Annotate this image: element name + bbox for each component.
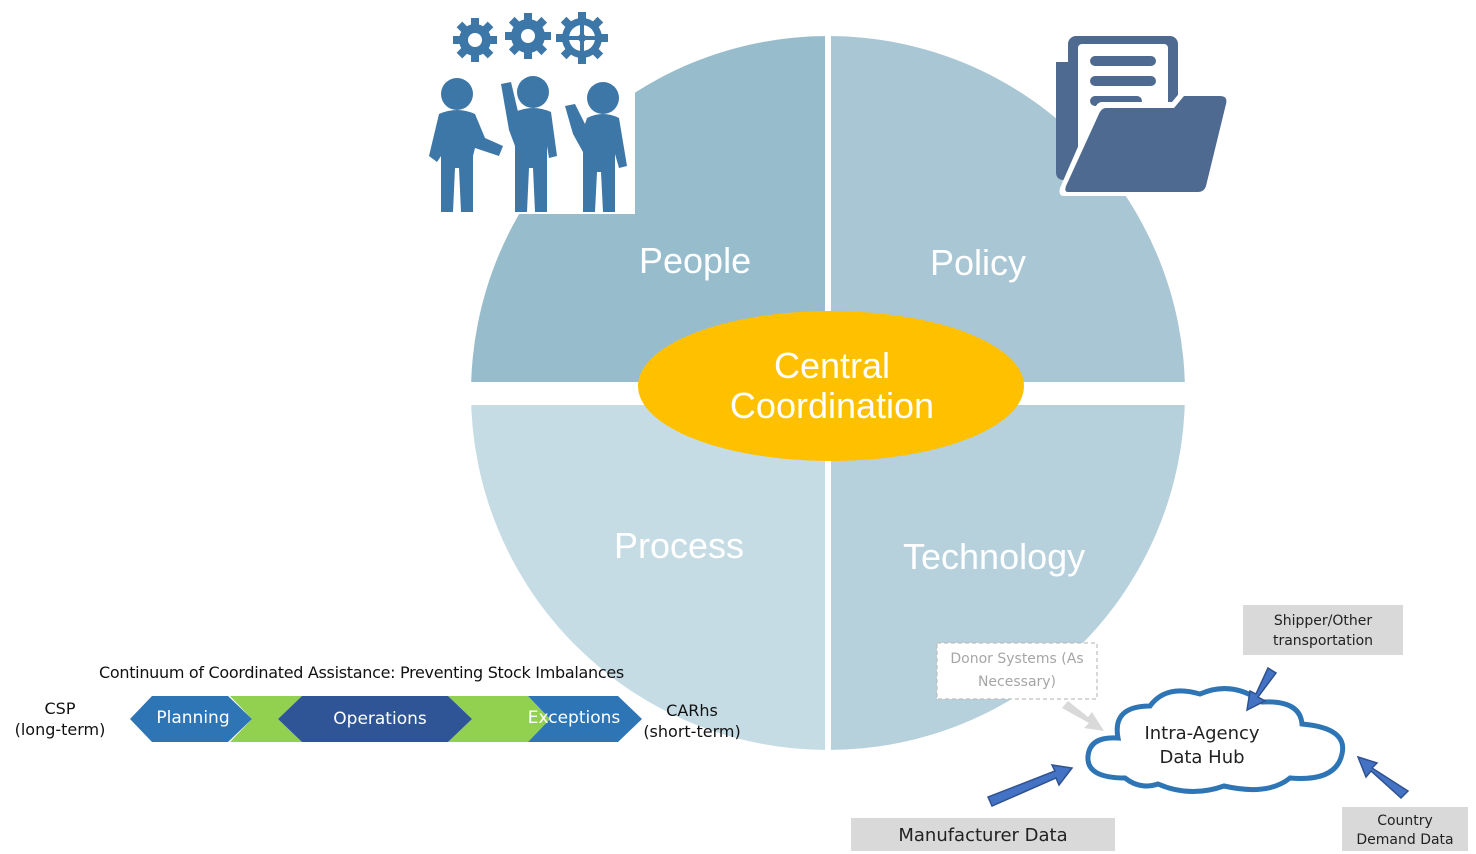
technology-label: Technology (903, 536, 1086, 577)
carhs-label: CARhs (short-term) (636, 700, 748, 742)
data-hub-cloud (1085, 686, 1346, 795)
arrow-country (1356, 755, 1410, 800)
connector-left (230, 696, 302, 742)
continuum-chevrons (130, 696, 642, 742)
stage-exceptions-label: Exceptions (527, 708, 621, 728)
continuum-title: Continuum of Coordinated Assistance: Pre… (99, 663, 624, 682)
center-label-line2: Coordination (729, 385, 935, 426)
stage-operations (278, 696, 472, 742)
stage-planning (130, 696, 252, 742)
manufacturer-box: Manufacturer Data (851, 818, 1115, 851)
donor-systems-label: Donor Systems (As Necessary) (937, 648, 1097, 694)
folder-documents-icon (1056, 36, 1231, 196)
center-label-line1: Central (773, 345, 891, 386)
data-hub-label-line2: Data Hub (1159, 747, 1245, 768)
shipper-box: Shipper/Other transportation (1243, 605, 1403, 655)
csp-label: CSP (long-term) (8, 698, 112, 740)
people-with-gears-icon (425, 6, 635, 214)
arrow-donor (1062, 701, 1104, 731)
csp-label-line2: (long-term) (14, 720, 106, 739)
country-label-line1: Country (1377, 813, 1433, 829)
country-label-line2: Demand Data (1356, 832, 1454, 848)
csp-label-line1: CSP (44, 699, 76, 718)
data-hub-label: Intra-Agency Data Hub (1130, 722, 1274, 770)
shipper-label-line2: transportation (1272, 633, 1374, 649)
connector-right (448, 696, 550, 742)
people-label: People (639, 240, 752, 281)
stage-exceptions (528, 696, 642, 742)
policy-label: Policy (930, 242, 1027, 283)
process-label: Process (614, 525, 745, 566)
center-ellipse (638, 311, 1024, 461)
stage-planning-label: Planning (156, 708, 230, 728)
carhs-label-line1: CARhs (666, 701, 718, 720)
center-label: Central Coordination (700, 346, 964, 426)
shipper-label-line1: Shipper/Other (1273, 613, 1373, 629)
country-demand-box: Country Demand Data (1342, 807, 1468, 851)
stage-operations-label: Operations (333, 709, 427, 729)
data-hub-label-line1: Intra-Agency (1144, 723, 1260, 744)
donor-box (936, 642, 1098, 700)
carhs-label-line2: (short-term) (643, 722, 741, 741)
arrow-manufacturer (986, 764, 1074, 807)
donor-label-line2: Necessary) (977, 674, 1057, 690)
donor-label-line1: Donor Systems (As (950, 651, 1084, 667)
arrow-shipper (1246, 666, 1278, 712)
